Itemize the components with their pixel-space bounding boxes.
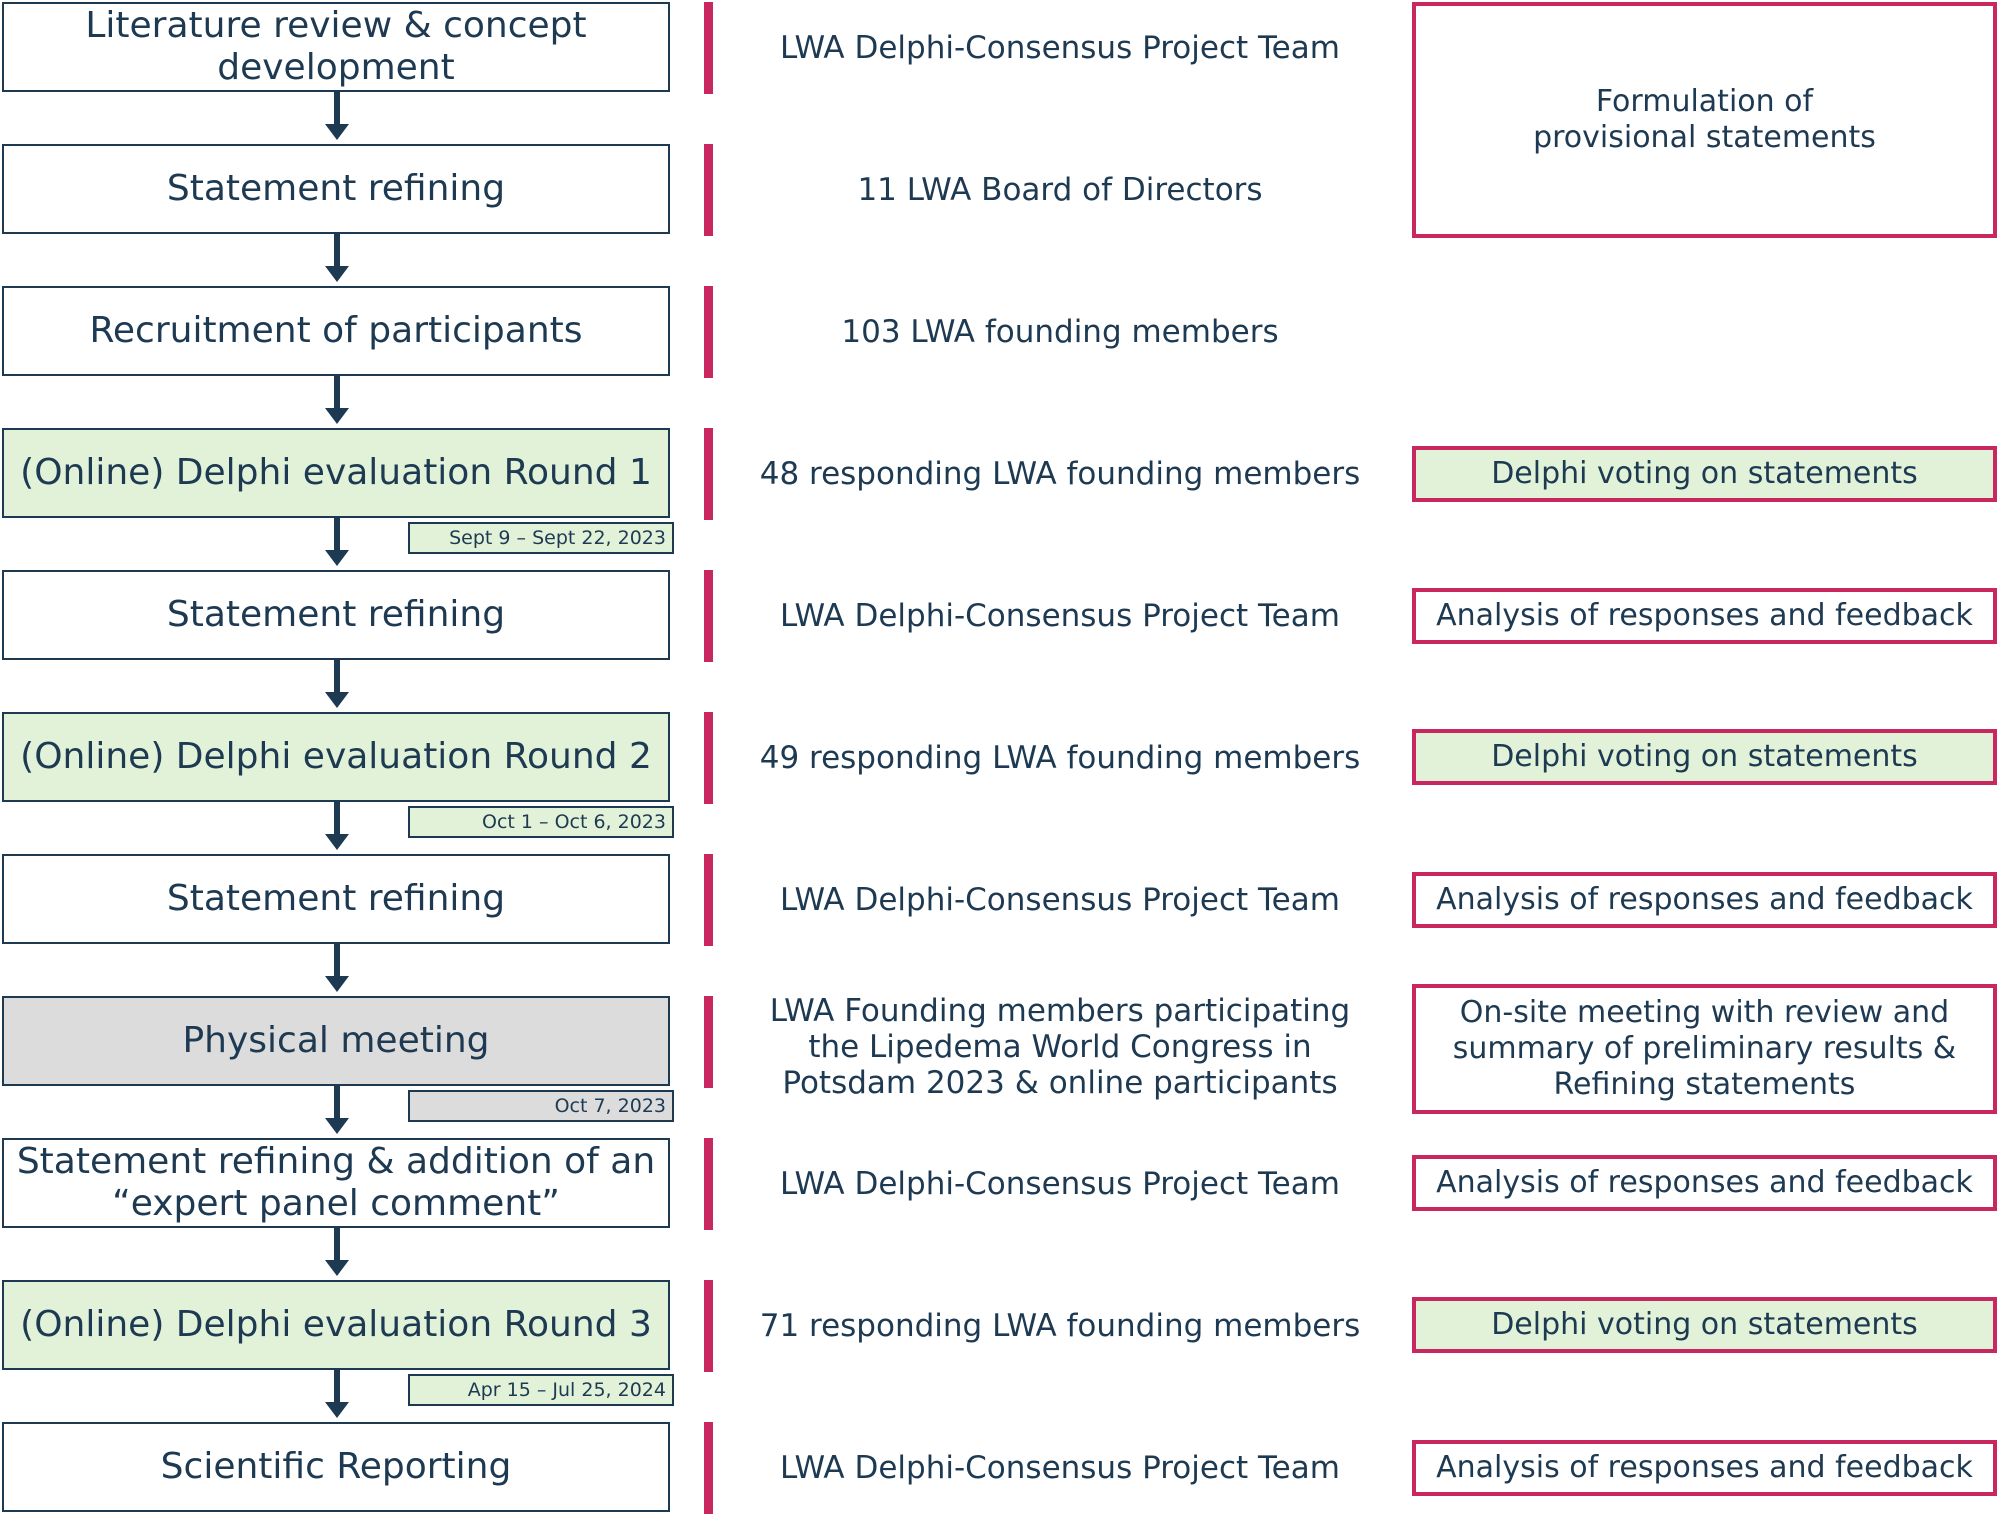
activity-analysis-1: Analysis of responses and feedback [1412, 588, 1997, 644]
separator-bar [704, 428, 713, 520]
activity-onsite-meeting: On-site meeting with review and summary … [1412, 984, 1997, 1114]
step-physical-meeting: Physical meeting [2, 996, 670, 1086]
separator-bar [704, 2, 713, 94]
arrow-connector [334, 1370, 340, 1402]
activity-delphi-voting-2: Delphi voting on statements [1412, 729, 1997, 785]
arrow-connector [334, 376, 340, 408]
participants-text: LWA Delphi-Consensus Project Team [780, 1166, 1340, 1202]
arrow-down-icon [325, 266, 349, 282]
participants-text: LWA Delphi-Consensus Project Team [780, 30, 1340, 66]
step-delphi-round-2: (Online) Delphi evaluation Round 2 [2, 712, 670, 802]
arrow-down-icon [325, 550, 349, 566]
arrow-down-icon [325, 834, 349, 850]
arrow-connector [334, 1228, 340, 1260]
participants-text: 71 responding LWA founding members [759, 1308, 1361, 1344]
participants-text: 49 responding LWA founding members [759, 740, 1361, 776]
participants-text: LWA Delphi-Consensus Project Team [780, 882, 1340, 918]
separator-bar [704, 144, 713, 236]
participants-text: LWA Delphi-Consensus Project Team [780, 1450, 1340, 1486]
separator-bar [704, 1138, 713, 1230]
date-tag-round-2: Oct 1 – Oct 6, 2023 [408, 806, 674, 838]
separator-bar [704, 570, 713, 662]
participants-text: 11 LWA Board of Directors [857, 172, 1263, 208]
arrow-down-icon [325, 408, 349, 424]
step-delphi-round-3: (Online) Delphi evaluation Round 3 [2, 1280, 670, 1370]
separator-bar [704, 1422, 713, 1514]
activity-analysis-4: Analysis of responses and feedback [1412, 1440, 1997, 1496]
separator-bar [704, 1280, 713, 1372]
step-delphi-round-1: (Online) Delphi evaluation Round 1 [2, 428, 670, 518]
arrow-down-icon [325, 124, 349, 140]
separator-bar [704, 712, 713, 804]
separator-bar [704, 996, 713, 1088]
date-tag-physical-meeting: Oct 7, 2023 [408, 1090, 674, 1122]
separator-bar [704, 286, 713, 378]
participants-text: 48 responding LWA founding members [759, 456, 1361, 492]
activity-formulation: Formulation of provisional statements [1412, 2, 1997, 238]
arrow-down-icon [325, 1260, 349, 1276]
arrow-down-icon [325, 976, 349, 992]
participants-text: LWA Delphi-Consensus Project Team [780, 598, 1340, 634]
arrow-connector [334, 944, 340, 976]
arrow-connector [334, 660, 340, 692]
date-tag-round-3: Apr 15 – Jul 25, 2024 [408, 1374, 674, 1406]
arrow-down-icon [325, 1402, 349, 1418]
activity-analysis-2: Analysis of responses and feedback [1412, 872, 1997, 928]
step-scientific-reporting: Scientific Reporting [2, 1422, 670, 1512]
participants-text: LWA Founding members participating the L… [769, 993, 1351, 1101]
arrow-connector [334, 92, 340, 124]
arrow-connector [334, 518, 340, 550]
activity-analysis-3: Analysis of responses and feedback [1412, 1155, 1997, 1211]
arrow-down-icon [325, 1118, 349, 1134]
step-statement-refining-expert-comment: Statement refining & addition of an “exp… [2, 1138, 670, 1228]
arrow-connector [334, 1086, 340, 1118]
step-recruitment: Recruitment of participants [2, 286, 670, 376]
participants-text: 103 LWA founding members [841, 314, 1279, 350]
activity-delphi-voting-3: Delphi voting on statements [1412, 1297, 1997, 1353]
step-statement-refining-3: Statement refining [2, 854, 670, 944]
separator-bar [704, 854, 713, 946]
arrow-connector [334, 234, 340, 266]
arrow-down-icon [325, 692, 349, 708]
step-statement-refining-2: Statement refining [2, 570, 670, 660]
arrow-connector [334, 802, 340, 834]
step-literature-review: Literature review & concept development [2, 2, 670, 92]
activity-delphi-voting-1: Delphi voting on statements [1412, 446, 1997, 502]
date-tag-round-1: Sept 9 – Sept 22, 2023 [408, 522, 674, 554]
step-statement-refining-1: Statement refining [2, 144, 670, 234]
